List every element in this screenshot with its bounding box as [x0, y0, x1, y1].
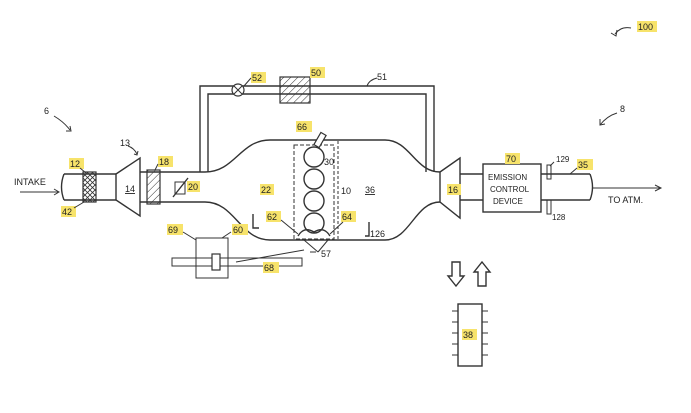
ref-6: 6	[44, 106, 72, 132]
svg-text:66: 66	[297, 122, 307, 132]
tailpipe: 35 TO ATM.	[569, 159, 663, 205]
svg-text:18: 18	[159, 157, 169, 167]
svg-text:6: 6	[44, 106, 49, 116]
throttle: 20	[172, 177, 200, 198]
charge-air-cooler: 18	[146, 156, 173, 205]
svg-text:126: 126	[370, 229, 385, 239]
svg-text:CONTROL: CONTROL	[490, 185, 530, 194]
svg-text:38: 38	[463, 330, 473, 340]
sensor-126: 126	[365, 222, 385, 239]
ref-8: 8	[599, 104, 625, 126]
camshaft-link: 57	[303, 239, 331, 259]
svg-text:36: 36	[365, 185, 375, 195]
svg-text:30: 30	[324, 157, 334, 167]
svg-text:13: 13	[120, 138, 130, 148]
compressor: 14 13	[115, 138, 141, 218]
svg-text:51: 51	[377, 72, 387, 82]
svg-text:70: 70	[506, 154, 516, 164]
svg-text:10: 10	[341, 186, 351, 196]
svg-text:57: 57	[321, 249, 331, 259]
svg-text:50: 50	[311, 68, 321, 78]
turbine: 16	[439, 156, 461, 220]
crankshaft: 60 69 68	[167, 224, 305, 279]
svg-text:20: 20	[188, 182, 198, 192]
svg-text:128: 128	[552, 213, 566, 222]
svg-text:42: 42	[62, 207, 72, 217]
svg-text:12: 12	[70, 159, 80, 169]
communication-arrows	[446, 260, 492, 288]
svg-text:TO ATM.: TO ATM.	[608, 195, 643, 205]
svg-text:60: 60	[233, 225, 243, 235]
svg-text:35: 35	[578, 160, 588, 170]
svg-text:INTAKE: INTAKE	[14, 177, 46, 187]
svg-text:100: 100	[638, 22, 653, 32]
egr-loop: 52 50 51	[199, 67, 435, 172]
svg-text:EMISSION: EMISSION	[488, 173, 527, 182]
emission-control-device: EMISSION CONTROL DEVICE 70	[482, 153, 542, 213]
svg-text:DEVICE: DEVICE	[493, 197, 523, 206]
valves: 62 64	[266, 211, 356, 237]
svg-text:52: 52	[252, 73, 262, 83]
svg-text:62: 62	[267, 212, 277, 222]
fuel-injector: 66	[296, 121, 327, 149]
svg-text:8: 8	[620, 104, 625, 114]
svg-text:68: 68	[264, 263, 274, 273]
svg-text:69: 69	[168, 225, 178, 235]
intake-pipe: INTAKE	[14, 173, 116, 201]
svg-text:22: 22	[261, 185, 271, 195]
svg-text:16: 16	[448, 185, 458, 195]
air-filter: 12 42	[61, 158, 97, 217]
svg-text:14: 14	[125, 184, 135, 194]
svg-text:129: 129	[556, 155, 570, 164]
figure-number: 100	[610, 21, 657, 37]
engine-block: 30	[293, 144, 335, 240]
exhaust-sensors: 129 128	[546, 155, 570, 222]
svg-text:64: 64	[342, 212, 352, 222]
controller-chip: 38	[452, 303, 488, 367]
